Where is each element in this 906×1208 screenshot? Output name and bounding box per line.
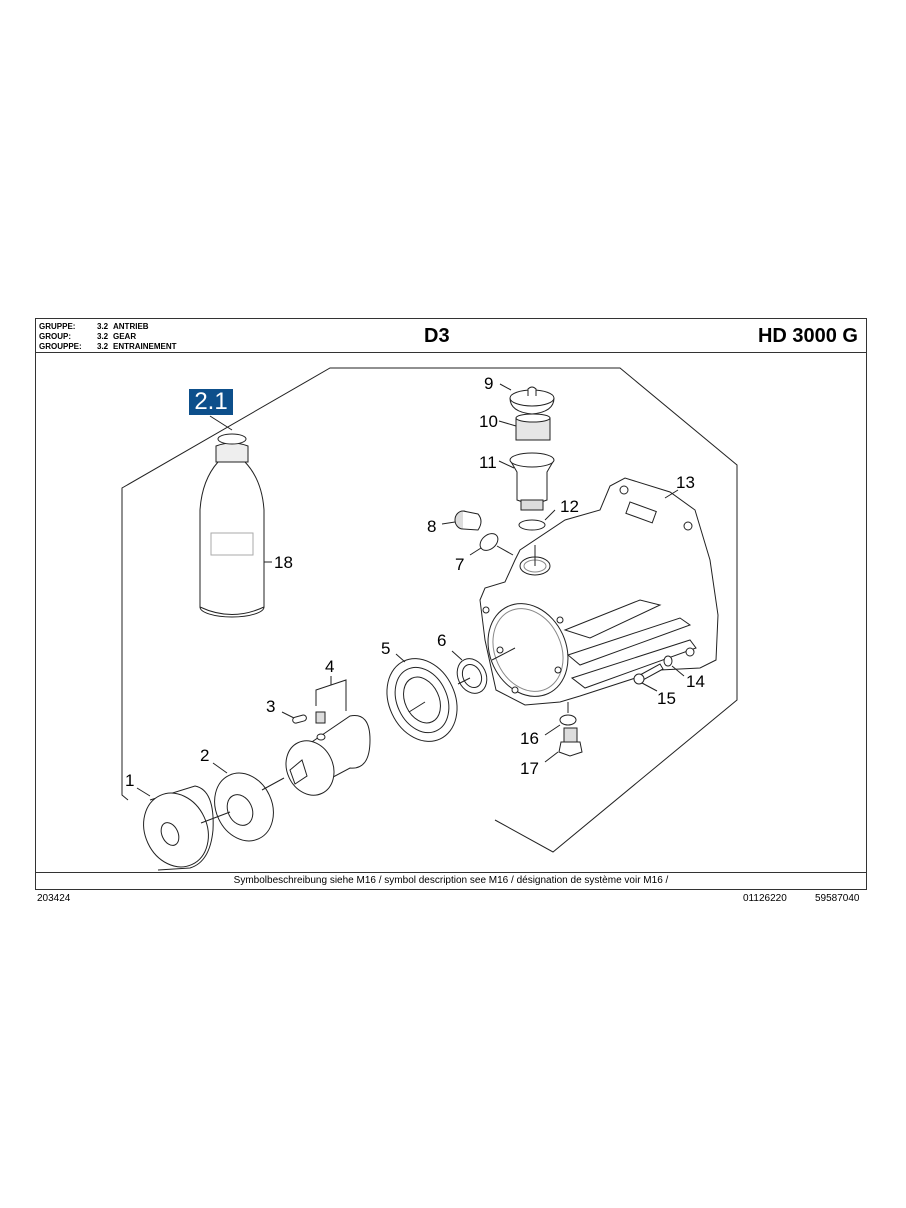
callout-2: 2 — [200, 746, 209, 765]
group-info: GRUPPE: 3.2 ANTRIEB GROUP: 3.2 GEAR GROU… — [39, 322, 177, 352]
assembly-outline — [121, 367, 738, 853]
group-number: 3.2 — [97, 342, 109, 351]
callout-13: 13 — [676, 473, 695, 492]
housing-fasteners-icon — [544, 655, 685, 763]
callout-11: 11 — [479, 453, 497, 472]
gear-housing-icon — [479, 477, 719, 706]
callout-9: 9 — [484, 374, 493, 393]
part-code-1: 01126220 — [743, 893, 787, 904]
callout-7: 7 — [455, 555, 464, 574]
callout-6: 6 — [437, 631, 446, 650]
group-name: ENTRAINEMENT — [113, 342, 177, 351]
callout-5: 5 — [381, 639, 390, 658]
reservoir-assembly-icon — [498, 383, 556, 531]
plug-screw-icon — [441, 510, 514, 556]
symbol-note: Symbolbeschreibung siehe M16 / symbol de… — [36, 872, 866, 889]
group-label: GROUPPE: — [39, 342, 82, 351]
callout-18: 18 — [274, 553, 293, 572]
callout-4: 4 — [325, 657, 334, 676]
group-number: 3.2 — [97, 322, 109, 331]
group-name: GEAR — [113, 332, 137, 341]
callout-10: 10 — [479, 412, 498, 431]
shaft-and-pulley-icon — [136, 676, 371, 871]
callout-12: 12 — [560, 497, 579, 516]
callout-15: 15 — [657, 689, 676, 708]
title-block: GRUPPE: 3.2 ANTRIEB GROUP: 3.2 GEAR GROU… — [36, 319, 866, 353]
document-number: 203424 — [37, 893, 71, 904]
sheet-code: D3 — [424, 325, 450, 347]
callout-14: 14 — [686, 672, 705, 691]
callout-labels: 1 2 3 4 5 6 7 8 9 10 11 12 13 14 15 16 1… — [125, 374, 705, 790]
group-row-en: GROUP: 3.2 GEAR — [39, 332, 177, 342]
callout-17: 17 — [520, 759, 539, 778]
oil-bottle-icon — [199, 433, 272, 618]
part-code-2: 59587040 — [815, 893, 860, 904]
group-row-fr: GROUPPE: 3.2 ENTRAINEMENT — [39, 342, 177, 352]
callout-3: 3 — [266, 697, 275, 716]
callout-8: 8 — [427, 517, 436, 536]
sub-assembly-badge[interactable]: 2.1 — [189, 389, 233, 415]
drawing-frame: GRUPPE: 3.2 ANTRIEB GROUP: 3.2 GEAR GROU… — [35, 318, 867, 890]
group-row-de: GRUPPE: 3.2 ANTRIEB — [39, 322, 177, 332]
group-label: GRUPPE: — [39, 322, 76, 331]
callout-16: 16 — [520, 729, 539, 748]
bearing-and-seal-icon — [386, 650, 488, 742]
callout-1: 1 — [125, 771, 134, 790]
model-name: HD 3000 G — [757, 325, 858, 347]
group-name: ANTRIEB — [113, 322, 149, 331]
group-label: GROUP: — [39, 332, 71, 341]
group-number: 3.2 — [97, 332, 109, 341]
